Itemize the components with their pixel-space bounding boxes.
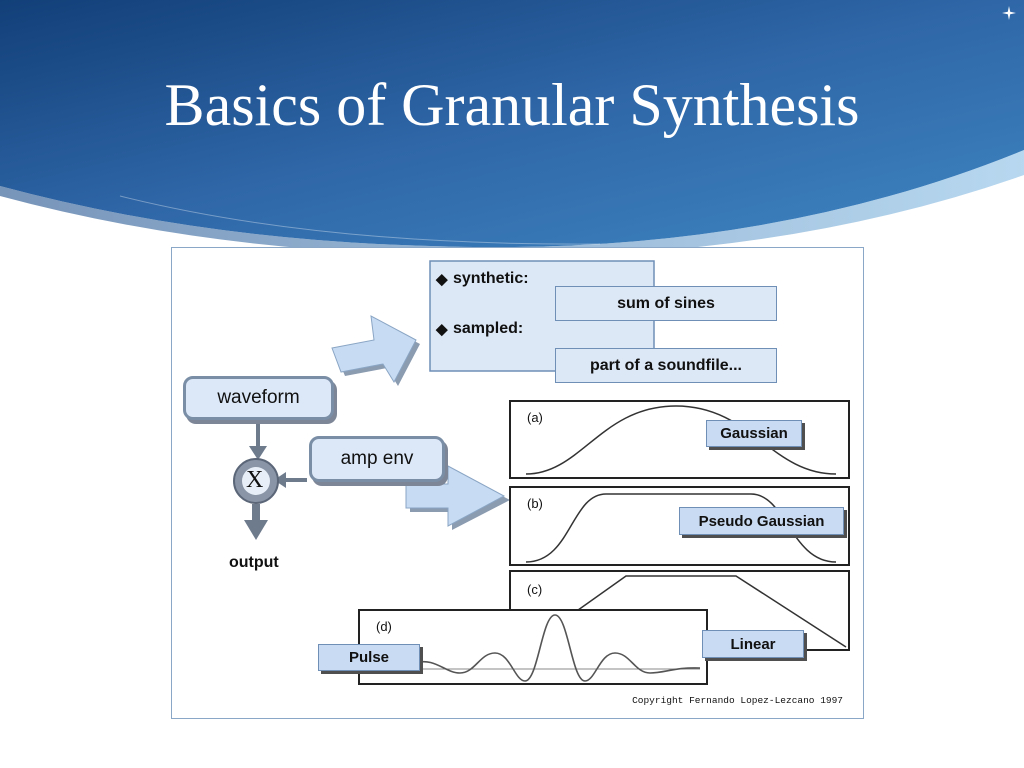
envelope-panel-a: (a) [509, 400, 850, 479]
output-label: output [229, 554, 279, 571]
pseudo-gaussian-curve [525, 493, 837, 563]
pulse-curve [369, 614, 701, 682]
slide-title: Basics of Granular Synthesis [164, 72, 860, 138]
panel-b-letter: (b) [527, 496, 543, 511]
arrow-to-sources [331, 315, 420, 386]
panel-d-letter: (d) [376, 619, 392, 634]
star-icon [1002, 6, 1016, 20]
multiplier-symbol: X [246, 467, 264, 493]
sampled-value: part of a soundfile... [555, 348, 777, 383]
linear-tag: Linear [702, 630, 804, 658]
arrow-ampenv-to-multiplier [274, 472, 307, 488]
arrow-waveform-to-multiplier [249, 418, 267, 460]
pseudo-gaussian-tag: Pseudo Gaussian [679, 507, 844, 535]
synthetic-label: synthetic: [453, 270, 529, 287]
waveform-block: waveform [183, 376, 334, 420]
arrow-to-envelopes [405, 465, 510, 530]
bullet-icon: ◆ [436, 321, 448, 338]
gaussian-tag: Gaussian [706, 420, 802, 447]
amp-env-block: amp env [309, 436, 445, 482]
panel-a-letter: (a) [527, 410, 543, 425]
synthetic-value: sum of sines [555, 286, 777, 321]
panel-c-letter: (c) [527, 582, 543, 597]
header-background [0, 0, 1024, 257]
gaussian-curve [525, 405, 837, 475]
arrow-multiplier-to-output [244, 504, 268, 540]
granular-synthesis-figure: ◆ synthetic: ◆ sampled: sum of sines par… [171, 247, 864, 719]
bullet-icon: ◆ [436, 271, 448, 288]
copyright-text: Copyright Fernando Lopez-Lezcano 1997 [632, 695, 843, 706]
pulse-tag: Pulse [318, 644, 420, 671]
sampled-label: sampled: [453, 320, 524, 337]
